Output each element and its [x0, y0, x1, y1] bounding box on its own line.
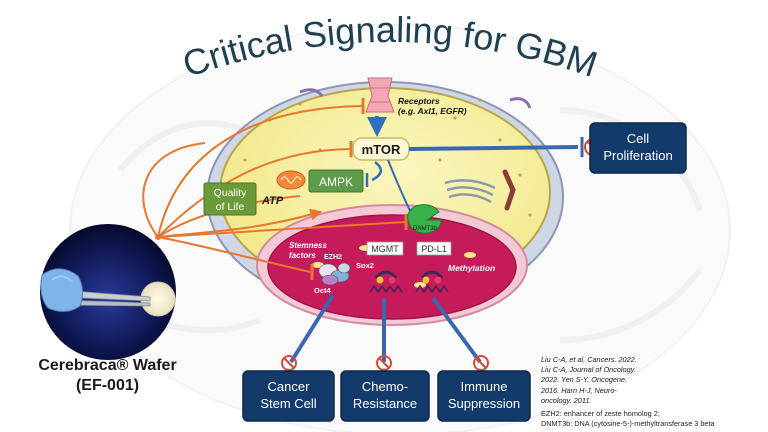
- receptor-icon: [365, 77, 395, 113]
- chemo-resistance-box: Chemo- Resistance: [340, 370, 430, 422]
- mtor-node: mTOR: [352, 137, 410, 161]
- receptors-label: Receptors: [398, 96, 440, 106]
- methylated-dna-2: [415, 270, 449, 294]
- stemness-complex: [318, 262, 351, 286]
- reference-line: 2016. Harn H-J, Neuro-: [541, 385, 617, 395]
- inhibition-bars: [310, 98, 408, 280]
- svg-text:PD-L1: PD-L1: [421, 244, 447, 254]
- references-block: Liu C-A, et al. Cancers. 2022. Liu C-A, …: [541, 355, 765, 429]
- reference-line: Liu C-A, Journal of Oncology.: [541, 365, 636, 375]
- mitochondria-icon: [276, 170, 306, 190]
- wafer-caption: Cerebraca® Wafer (EF-001): [30, 356, 185, 396]
- svg-text:MGMT: MGMT: [371, 244, 399, 254]
- outcome-blocked-icons: [281, 355, 489, 371]
- svg-text:Quality: Quality: [214, 187, 247, 199]
- mgmt-label: MGMT: [366, 241, 404, 256]
- nucleus: [256, 204, 528, 326]
- svg-text:Cancer: Cancer: [268, 379, 311, 394]
- stemness-sub-label: factors: [289, 251, 316, 260]
- svg-text:Chemo-: Chemo-: [362, 379, 408, 394]
- outcome-lines: [289, 293, 482, 364]
- quality-of-life-box: Quality of Life: [203, 182, 257, 216]
- wafer-image: [40, 224, 176, 360]
- stemness-label: Stemness: [289, 241, 327, 250]
- chromosome-organelle: [502, 169, 516, 211]
- svg-text:Stem Cell: Stem Cell: [260, 396, 316, 411]
- reference-line: oncology. 2011.: [541, 395, 592, 405]
- wafer-name: Cerebraca® Wafer: [38, 357, 177, 374]
- svg-text:Resistance: Resistance: [353, 396, 417, 411]
- svg-text:DNMT3b: DNMT3b: [413, 226, 438, 232]
- gloved-hand-icon: [40, 268, 84, 312]
- cell-proliferation-box: Cell Proliferation: [589, 122, 687, 174]
- methylated-dna-1: [369, 270, 403, 294]
- ezh2-label: EZH2: [324, 254, 342, 261]
- wafer-inhibition-lines: [142, 105, 406, 273]
- svg-text:Suppression: Suppression: [448, 396, 520, 411]
- mtor-to-proliferation-line: [408, 145, 579, 151]
- oct4-label: Oct4: [314, 286, 332, 295]
- wafer-code: (EF-001): [75, 377, 140, 394]
- immune-suppression-box: Immune Suppression: [437, 370, 531, 422]
- pdl1-label: PD-L1: [416, 241, 452, 256]
- atp-label: ATP: [261, 195, 284, 207]
- methylation-label: Methylation: [448, 263, 495, 273]
- svg-text:AMPK: AMPK: [319, 175, 353, 189]
- ampk-node: AMPK: [308, 169, 364, 193]
- svg-text:mTOR: mTOR: [362, 142, 401, 157]
- sox2-label: Sox2: [356, 261, 374, 270]
- svg-text:Cell: Cell: [627, 131, 650, 146]
- golgi-organelle: [444, 179, 496, 204]
- abbreviation-line: DNMT3b: DNA (cytosine-5-)-methyltransfer…: [541, 419, 715, 429]
- ampk-feedback-curve: [371, 161, 382, 182]
- wafer-origin-dot: [155, 234, 161, 240]
- reference-line: 2022. Yen S-Y, Oncogene.: [541, 375, 628, 385]
- dnmt3b-enzyme: DNMT3b: [407, 204, 442, 234]
- cancer-stem-cell-box: Cancer Stem Cell: [242, 370, 335, 422]
- svg-text:of Life: of Life: [216, 201, 245, 213]
- abbreviation-line: EZH2: enhancer of zeste homolog 2;: [541, 409, 660, 419]
- receptors-sub-label: (e.g. Axl1, EGFR): [398, 106, 467, 116]
- reference-line: Liu C-A, et al. Cancers. 2022.: [541, 355, 637, 364]
- svg-text:Proliferation: Proliferation: [603, 148, 672, 163]
- svg-text:Immune: Immune: [461, 379, 508, 394]
